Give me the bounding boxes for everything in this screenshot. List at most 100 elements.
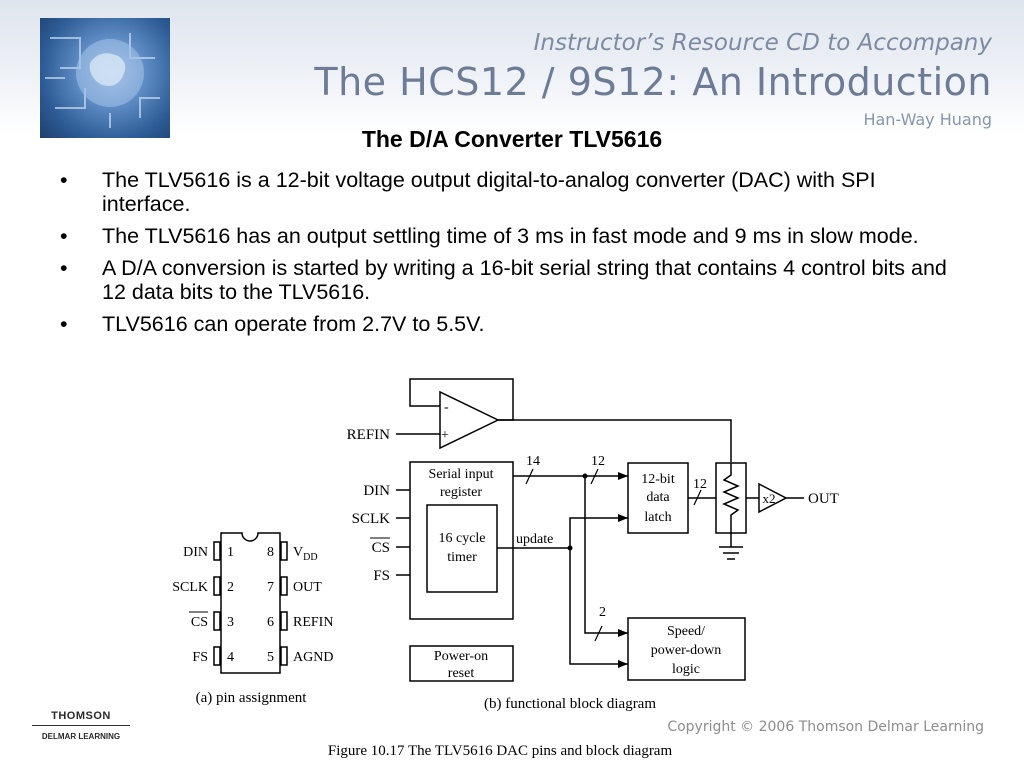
pin-number: 5 (267, 650, 274, 665)
junction-dot (582, 473, 588, 479)
author-name: Han-Way Huang (863, 110, 992, 129)
arrowhead-icon (618, 660, 628, 668)
pin-7 (280, 576, 288, 596)
pin-number: 3 (227, 615, 234, 630)
pin-package-outline (213, 532, 288, 674)
opamp-plus-label: + (441, 428, 449, 443)
bus-width-label: 12 (693, 477, 707, 492)
opamp-minus-label: - (444, 400, 449, 415)
opamp-feedback-wire (409, 378, 514, 421)
cover-logo-image (40, 18, 170, 138)
update-label: update (516, 532, 553, 547)
pin-1 (213, 541, 221, 561)
pin-5 (280, 646, 288, 666)
speed-logic-label: power-down (651, 643, 721, 658)
latch-label: 12-bit (641, 472, 675, 487)
junction-dot (567, 545, 573, 551)
block-diagram-caption: (b) functional block diagram (484, 696, 656, 712)
pin-8 (280, 541, 288, 561)
bullet-item: • A D/A conversion is started by writing … (60, 256, 960, 304)
bus-width-label: 12 (591, 454, 605, 469)
circuit-globe-icon (45, 33, 160, 128)
speed-logic-label: Speed/ (667, 624, 705, 639)
pin-label-vdd-main: V (293, 545, 303, 560)
serial-register-label: Serial input (429, 467, 494, 482)
bullet-text: TLV5616 can operate from 2.7V to 5.5V. (102, 312, 485, 336)
bullet-text: The TLV5616 is a 12-bit voltage output d… (102, 168, 876, 216)
serial-register-label: register (440, 485, 482, 500)
out-label: OUT (808, 491, 839, 507)
resistor-symbol (722, 463, 740, 533)
timer-label: timer (447, 550, 477, 565)
publisher-logo-divider (32, 725, 130, 726)
pin-label-cs: CS (191, 615, 208, 630)
pin-label-din: DIN (183, 545, 208, 560)
pin-label-agnd: AGND (293, 650, 333, 665)
refin-label: REFIN (347, 427, 391, 443)
update-wire (497, 517, 628, 549)
bullet-glyph: • (60, 168, 68, 192)
bus-width-ticks (525, 468, 702, 642)
pin-label-vdd: VDD (293, 545, 318, 563)
pin-number: 4 (227, 650, 234, 665)
pin-6 (280, 611, 288, 631)
copyright-text: Copyright © 2006 Thomson Delmar Learning (667, 719, 984, 735)
bullet-text: The TLV5616 has an output settling time … (102, 224, 919, 248)
input-label-fs: FS (373, 568, 390, 584)
publisher-imprint: DELMAR LEARNING (41, 732, 121, 741)
pin-label-sclk: SCLK (172, 580, 208, 595)
input-label-sclk: SCLK (352, 511, 391, 527)
pin-label-fs: FS (192, 650, 208, 665)
header-subtitle: Instructor’s Resource CD to Accompany (533, 30, 992, 56)
pin-number: 6 (267, 615, 274, 630)
power-on-reset-block (409, 645, 514, 682)
input-pin-wires (396, 489, 410, 576)
figure-caption: Figure 10.17 The TLV5616 DAC pins and bl… (327, 743, 673, 759)
publisher-name: THOMSON (51, 710, 111, 722)
bullet-glyph: • (60, 256, 68, 280)
input-label-cs: CS (372, 540, 390, 556)
speed-power-down-block (627, 617, 746, 681)
x2-label: x2 (763, 491, 776, 506)
arrowhead-icon (618, 514, 628, 522)
serial-input-register-block (409, 461, 514, 620)
latch-label: latch (644, 510, 671, 525)
arrowhead-icon (618, 629, 628, 637)
publisher-logo: THOMSON DELMAR LEARNING (26, 710, 136, 741)
pin-4 (213, 646, 221, 666)
timer-label: 16 cycle (438, 531, 485, 546)
bullet-glyph: • (60, 312, 68, 336)
bullet-list: • The TLV5616 is a 12-bit voltage output … (60, 168, 960, 344)
bus-width-label: 2 (599, 605, 606, 620)
slide-title: The D/A Converter TLV5616 (361, 126, 663, 152)
bullet-glyph: • (60, 224, 68, 248)
pin-number: 8 (267, 545, 274, 560)
pin-number: 7 (267, 580, 274, 595)
pin-number: 2 (227, 580, 234, 595)
bus-width-label: 14 (526, 454, 540, 469)
arrowhead-icon (618, 472, 628, 480)
pin-3 (213, 611, 221, 631)
bullet-item: • The TLV5616 is a 12-bit voltage output … (60, 168, 960, 216)
ground-icon (719, 533, 743, 560)
pin-number: 1 (227, 545, 234, 560)
book-title: The HCS12 / 9S12: An Introduction (314, 60, 992, 104)
pin-2 (213, 576, 221, 596)
opamp-output-wire (498, 419, 732, 462)
pin-label-refin: REFIN (293, 615, 333, 630)
bullet-text: A D/A conversion is started by writing a… (102, 256, 947, 304)
cycle-timer-block (426, 504, 498, 593)
speed-logic-label: logic (672, 662, 700, 677)
pin-label-out: OUT (293, 580, 322, 595)
latch-label: data (646, 490, 670, 505)
bullet-item: • The TLV5616 has an output settling time… (60, 224, 960, 248)
bullet-item: • TLV5616 can operate from 2.7V to 5.5V. (60, 312, 960, 336)
pin-label-vdd-sub: DD (303, 552, 317, 563)
header-band (0, 0, 1024, 135)
pin-diagram-caption: (a) pin assignment (196, 690, 308, 706)
input-label-din: DIN (363, 483, 390, 499)
reference-opamp (439, 390, 500, 450)
control-bus (584, 476, 628, 634)
power-down-wire (569, 548, 628, 665)
